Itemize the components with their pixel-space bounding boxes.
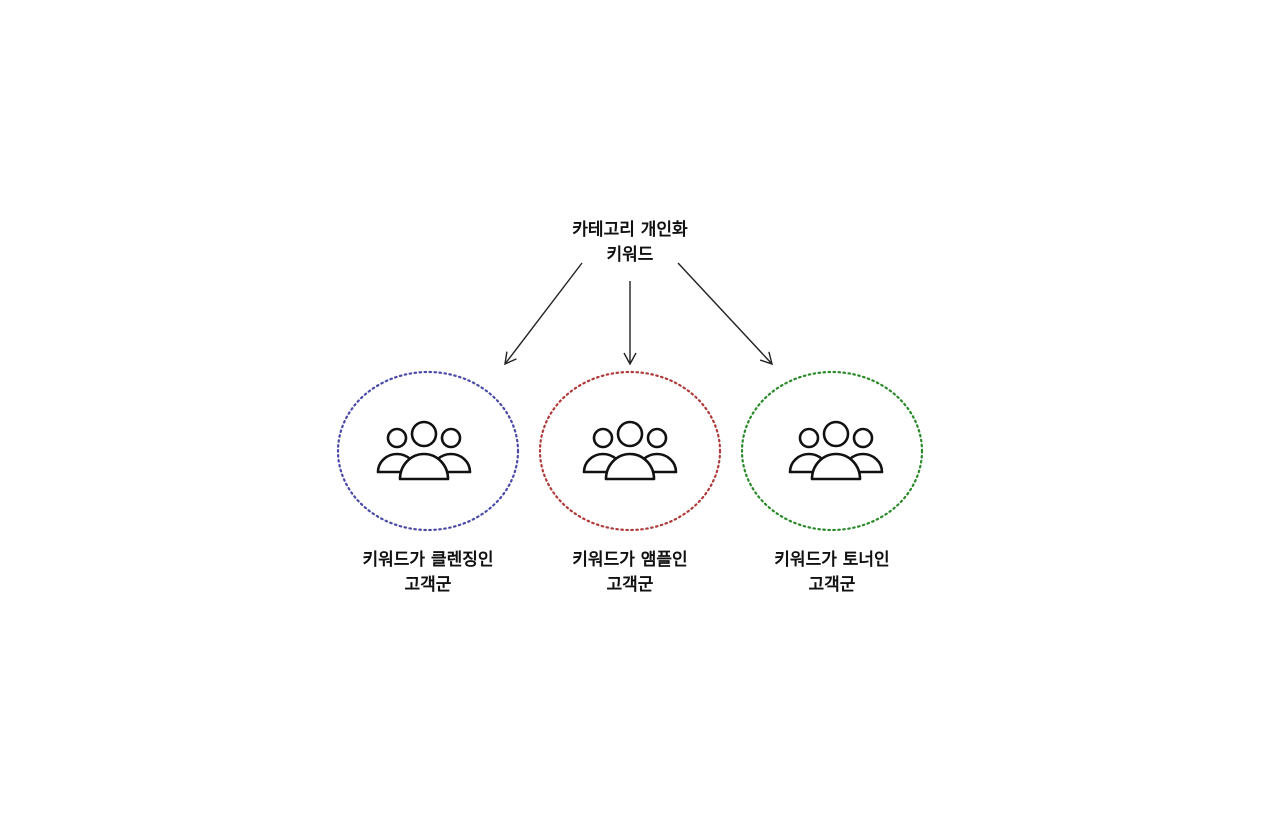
root-keyword-line1: 카테고리 개인화: [572, 220, 688, 240]
group-label-line1: 키워드가 토너인: [774, 550, 890, 570]
people-group-icon: [788, 420, 884, 481]
group-circle-cleansing: [336, 370, 520, 532]
group-label-line1: 키워드가 앰플인: [572, 550, 688, 570]
group-label-toner: 키워드가 토너인 고객군: [702, 548, 962, 598]
group-circle-ampoule: [538, 370, 722, 532]
group-label-line1: 키워드가 클렌징인: [362, 550, 494, 570]
group-label-ampoule: 키워드가 앰플인 고객군: [500, 548, 760, 598]
people-group-icon: [376, 420, 472, 481]
group-label-line2: 고객군: [404, 575, 452, 595]
arrow-to-group-toner: [677, 262, 773, 366]
people-group-icon: [582, 420, 678, 481]
group-label-line2: 고객군: [606, 575, 654, 595]
group-circle-toner: [740, 370, 924, 532]
root-keyword-line2: 키워드: [606, 245, 654, 265]
root-keyword-label: 카테고리 개인화 키워드: [500, 218, 760, 268]
arrow-to-group-cleansing: [504, 262, 583, 366]
group-label-line2: 고객군: [808, 575, 856, 595]
group-label-cleansing: 키워드가 클렌징인 고객군: [298, 548, 558, 598]
